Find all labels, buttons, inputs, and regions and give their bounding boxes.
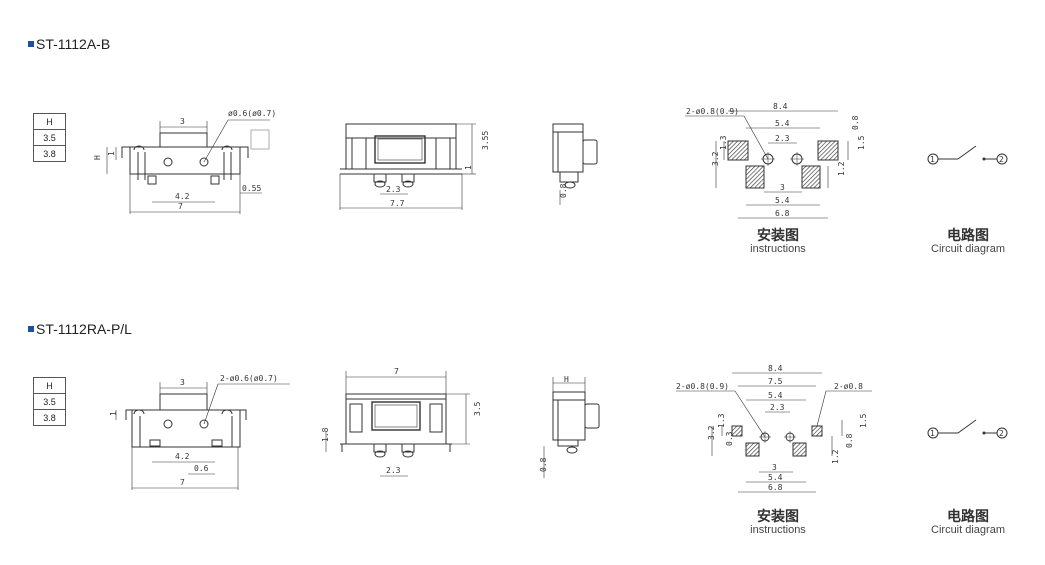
dim-label: 0.3	[725, 431, 734, 446]
front-view-1	[339, 123, 476, 210]
h-table-header: H	[33, 113, 66, 130]
dim-label: 5.4	[775, 119, 790, 128]
h-table-1: H 3.5 3.8	[33, 113, 66, 162]
terminal-number: 1	[930, 429, 935, 438]
dim-label: H	[93, 155, 102, 160]
dim-label: 2.3	[775, 134, 790, 143]
side-view-1	[106, 119, 270, 214]
instructions-caption-1: 安装图 instructions	[750, 227, 806, 255]
dim-label: 0.8	[845, 433, 854, 448]
section-title-2: ST-1112RA-P/L	[28, 321, 132, 337]
dim-label: 0.8	[539, 457, 548, 472]
dim-label: 1.2	[831, 449, 840, 464]
dim-label: 1.3	[717, 413, 726, 428]
dim-label: 6.8	[775, 209, 790, 218]
dim-label: 7	[178, 202, 183, 211]
dim-label: 7.7	[390, 199, 405, 208]
dim-label: 1.8	[321, 427, 330, 442]
dim-label: 8.4	[773, 102, 788, 111]
dim-label: 5.4	[768, 473, 783, 482]
side-view-2	[115, 382, 290, 490]
terminal-number: 1	[930, 155, 935, 164]
dim-label: 1.3	[719, 135, 728, 150]
dim-label: 0.55	[242, 184, 261, 193]
dim-label: 1	[109, 411, 118, 416]
h-table-2: H 3.5 3.8	[33, 377, 66, 426]
dim-label: 8.4	[768, 364, 783, 373]
dim-label: 2-ø0.8(0.9)	[686, 107, 739, 116]
dim-label: 2.3	[770, 403, 785, 412]
dim-label: 2-ø0.6(ø0.7)	[220, 374, 278, 383]
dim-label: 2-ø0.8	[834, 382, 863, 391]
dim-label: 1	[107, 151, 116, 156]
dim-label: 2.3	[386, 185, 401, 194]
front-view-2	[325, 371, 470, 477]
dim-label: 7	[180, 478, 185, 487]
dim-label: 4.2	[175, 452, 190, 461]
dim-label: 7.5	[768, 377, 783, 386]
terminal-number: 2	[999, 155, 1004, 164]
footprint-1	[685, 110, 849, 219]
dim-label: 5.4	[768, 391, 783, 400]
dim-label: 3.2	[707, 425, 716, 440]
end-view-2	[543, 377, 600, 478]
circuit-caption-1: 电路图 Circuit diagram	[931, 227, 1005, 255]
bullet-square-icon	[28, 326, 34, 332]
h-table-value: 3.8	[33, 409, 66, 426]
bullet-square-icon	[28, 41, 34, 47]
footprint-2	[676, 372, 872, 493]
dim-label: 7	[394, 367, 399, 376]
dim-label: 3	[180, 117, 185, 126]
dim-label: H	[564, 375, 569, 384]
section-title-1: ST-1112A-B	[28, 36, 110, 52]
dim-label: 3.2	[711, 151, 720, 166]
circuit-diagram-1	[927, 145, 1008, 165]
dim-label: 1.5	[857, 135, 866, 150]
dim-label: 3	[180, 378, 185, 387]
circuit-caption-2: 电路图 Circuit diagram	[931, 508, 1005, 536]
dim-label: 3.55	[481, 131, 490, 150]
dim-label: 3	[772, 463, 777, 472]
dim-label: 2-ø0.8(0.9)	[676, 382, 729, 391]
dim-label: 3	[780, 183, 785, 192]
dim-label: 0.8	[851, 115, 860, 130]
terminal-number: 2	[999, 429, 1004, 438]
dim-label: 1	[464, 165, 473, 170]
dim-label: 4.2	[175, 192, 190, 201]
dim-label: 0.6	[194, 464, 209, 473]
dim-label: ø0.6(ø0.7)	[228, 109, 276, 118]
instructions-caption-2: 安装图 instructions	[750, 508, 806, 536]
dim-label: 3.5	[473, 401, 482, 416]
dim-label: 5.4	[775, 196, 790, 205]
dim-label: 0.8	[559, 183, 568, 198]
circuit-diagram-2	[927, 419, 1008, 439]
dim-label: 6.8	[768, 483, 783, 492]
end-view-1	[552, 123, 598, 205]
h-table-value: 3.8	[33, 145, 66, 162]
dim-label: 1.2	[837, 161, 846, 176]
dim-label: 1.5	[859, 413, 868, 428]
dim-label: 2.3	[386, 466, 401, 475]
